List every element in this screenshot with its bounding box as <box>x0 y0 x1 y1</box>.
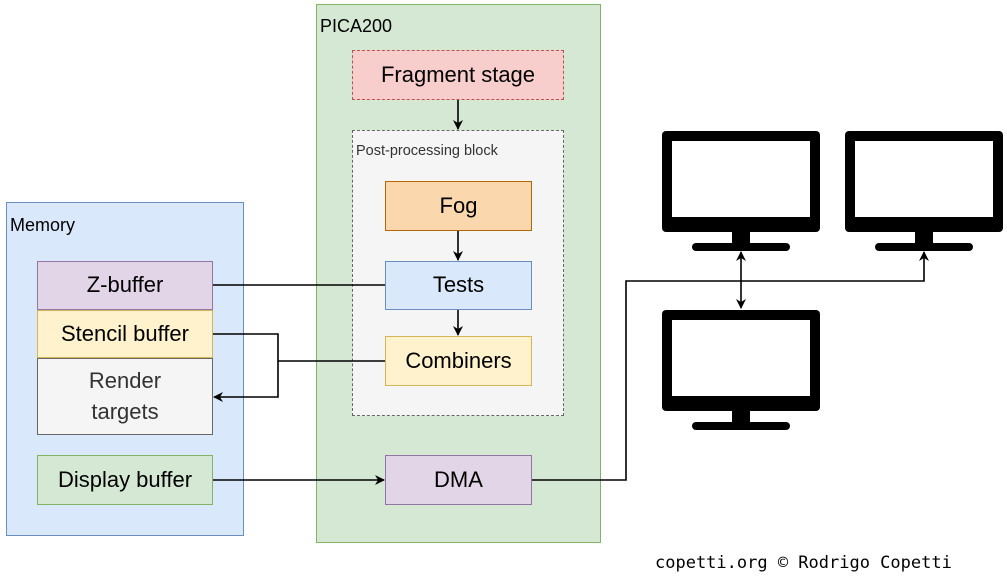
stencil-buffer-node[interactable]: Stencil buffer <box>37 310 213 358</box>
edge-dma-to-monitors <box>532 251 929 481</box>
fragment-stage-node[interactable]: Fragment stage <box>352 50 564 100</box>
display-buffer-node[interactable]: Display buffer <box>37 455 213 505</box>
monitor-icon <box>662 310 820 430</box>
copyright-credit: copetti.org © Rodrigo Copetti <box>655 553 952 573</box>
edge-stencil-to-combiners <box>213 333 385 362</box>
combiners-node[interactable]: Combiners <box>385 336 532 386</box>
monitor-icon <box>845 131 1003 251</box>
memory-label: Memory <box>10 215 76 235</box>
fog-node[interactable]: Fog <box>385 181 532 231</box>
tests-node[interactable]: Tests <box>385 261 532 310</box>
z-buffer-node[interactable]: Z-buffer <box>37 261 213 310</box>
dma-node[interactable]: DMA <box>385 455 532 505</box>
edge-combiners-to-render-targets <box>213 361 279 402</box>
render-targets-node[interactable]: Render targets <box>37 358 213 435</box>
post-processing-label: Post-processing block <box>356 143 498 159</box>
pica200-label: PICA200 <box>320 16 393 36</box>
monitor-icon <box>662 131 820 251</box>
